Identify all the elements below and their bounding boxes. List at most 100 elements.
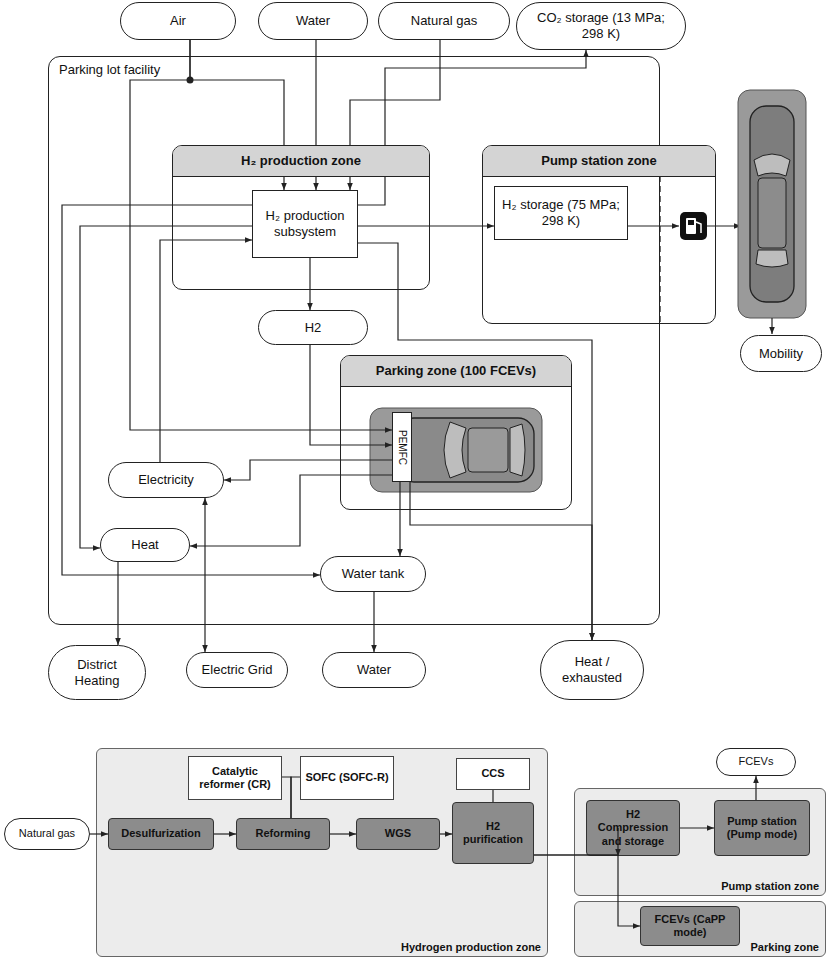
zone-box: Pump station zone H2 Compression and stor… [574, 788, 826, 896]
zone-box: Pump station zoneH₂ storage (75 MPa; 298… [482, 145, 716, 324]
node-label: Air [170, 13, 186, 29]
terminal-pill: Water [258, 2, 368, 40]
car-windshield [444, 422, 466, 478]
car-roof [758, 178, 786, 248]
node-label: Electric Grid [202, 662, 273, 678]
car-rear-window [756, 250, 788, 267]
connector-arrow [62, 205, 320, 575]
node-label: Reforming [256, 827, 311, 840]
auxiliary-box: SOFC (SOFC-R) [300, 756, 394, 800]
node-label: Electricity [138, 472, 194, 488]
terminal-pill: Natural gas [4, 818, 90, 850]
terminal-pill: Electricity [108, 462, 224, 498]
vehicle-bay [738, 90, 806, 318]
process-step: Reforming [236, 818, 330, 850]
connector-arrow [310, 345, 392, 445]
car-roof [468, 428, 508, 472]
terminal-pill: Natural gas [378, 2, 510, 40]
terminal-pill: Air [120, 2, 236, 40]
process-step: WGS [356, 818, 440, 850]
node-label: Catalytic reformer (CR) [193, 765, 277, 791]
terminal-pill: H2 [258, 310, 368, 345]
zone-heading: Parking zone (100 FCEVs) [341, 356, 571, 387]
process-step: Pump station (Pump mode) [714, 800, 810, 856]
connector-arrow [492, 790, 493, 802]
terminal-pill: FCEVs [716, 748, 796, 776]
connector-arrow [440, 833, 452, 834]
connector-arrow [358, 225, 494, 226]
connector-arrow [358, 243, 592, 640]
process-step: H2 purification [452, 802, 534, 864]
connector-arrow [309, 258, 310, 310]
connector-arrow [224, 460, 392, 480]
node-label: H2 [305, 320, 322, 336]
zone-box: H₂ production zoneH₂ production subsyste… [172, 145, 430, 290]
vehicle-bay [370, 408, 542, 492]
connector-arrow [330, 833, 356, 834]
car-windshield [754, 154, 790, 176]
fuel-pump-glyph [688, 220, 694, 225]
connector-arrow [117, 562, 118, 645]
connector-arrow [291, 777, 300, 818]
process-step: H2 Compression and storage [586, 800, 680, 856]
connector-arrow [80, 226, 252, 548]
connector-arrow [680, 827, 714, 828]
node-label: Natural gas [19, 827, 75, 840]
flow-line [628, 225, 679, 226]
terminal-pill: Electric Grid [186, 652, 288, 688]
car-body [750, 106, 794, 302]
node-label: Water tank [342, 566, 404, 582]
fuel-pump-glyph [686, 218, 696, 234]
fuel-cell-box: PEMFC [392, 412, 412, 482]
auxiliary-box: Catalytic reformer (CR) [188, 756, 282, 800]
auxiliary-box: CCS [456, 758, 530, 790]
connector-arrow [315, 40, 316, 190]
node-label: H2 Compression and storage [591, 808, 675, 848]
connector-arrow [214, 833, 236, 834]
node-label: CO₂ storage (13 MPa; 298 K) [525, 10, 677, 41]
connector-arrow [160, 240, 252, 462]
zone-box: Hydrogen production zone Catalytic reform… [96, 748, 548, 957]
connector-arrow [190, 475, 392, 546]
zone-heading: Parking zone [751, 941, 819, 953]
connector-arrow [282, 777, 291, 818]
flow-line [771, 318, 772, 334]
node-label: Water [357, 662, 391, 678]
connector-arrow [534, 855, 640, 926]
connector-arrow [350, 40, 440, 190]
zone-heading: Hydrogen production zone [401, 941, 541, 953]
node-label: H₂ production subsystem [259, 208, 351, 239]
terminal-pill: Heat [100, 528, 190, 562]
node-label: SOFC (SOFC-R) [305, 771, 388, 784]
node-label: District Heating [57, 657, 137, 688]
terminal-pill: District Heating [48, 645, 146, 700]
node-label: Natural gas [411, 13, 477, 29]
zone-heading: Pump station zone [721, 880, 819, 892]
connector-arrow [130, 40, 392, 430]
connector-arrow [755, 776, 756, 800]
node-label: Water [296, 13, 330, 29]
terminal-pill: Water tank [320, 556, 426, 592]
process-box: H₂ production subsystem [252, 190, 358, 258]
connector-arrow [410, 482, 592, 640]
terminal-pill: Mobility [740, 335, 822, 372]
node-label: Desulfurization [121, 827, 200, 840]
node-label: Heat [131, 537, 158, 553]
node-label: H2 purification [457, 820, 529, 846]
zone-box: Parking zone (100 FCEVs) PEMFC [340, 355, 572, 510]
node-label: PEMFC [397, 430, 408, 465]
connector-arrow [373, 592, 374, 652]
flow-line [707, 225, 741, 226]
connector-arrow [190, 40, 284, 190]
fuel-pump-icon [680, 212, 707, 240]
node-label: FCEVs (CaPP mode) [645, 913, 735, 939]
connector-arrow [534, 828, 618, 856]
node-label: CCS [481, 767, 504, 780]
node-label: Mobility [759, 346, 803, 362]
node-label: WGS [385, 827, 411, 840]
zone-heading: Parking lot facility [57, 62, 162, 77]
connector-arrow [399, 482, 400, 556]
process-step: FCEVs (CaPP mode) [640, 906, 740, 946]
node-label: Heat / exhausted [549, 654, 635, 685]
